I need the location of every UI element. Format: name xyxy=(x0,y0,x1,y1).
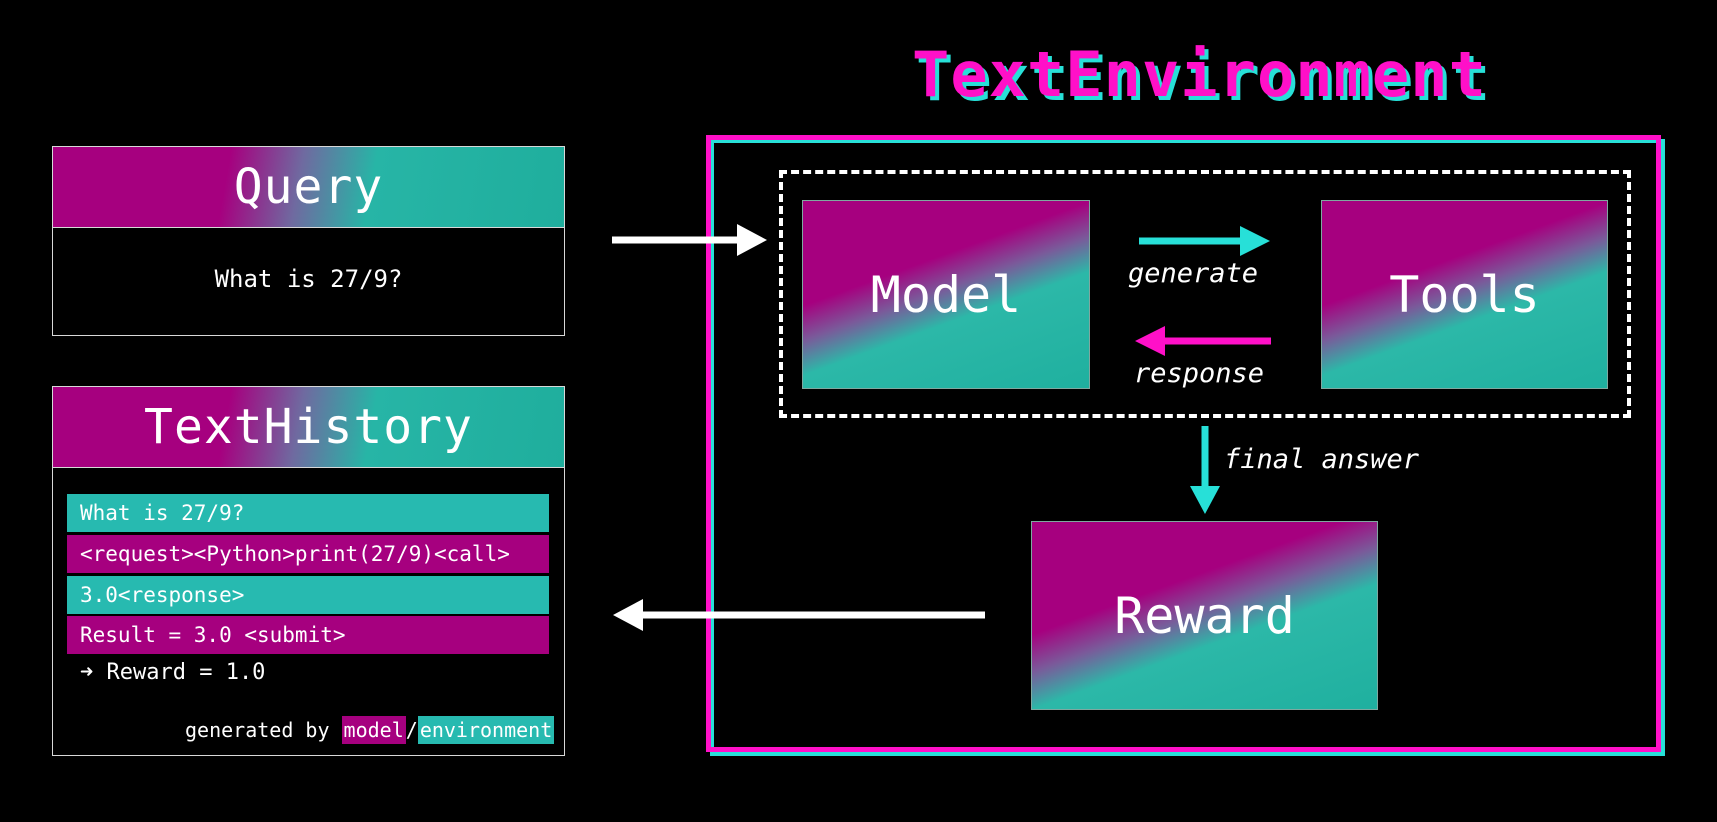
history-line-query: What is 27/9? xyxy=(67,494,549,532)
history-line-response: 3.0<response> xyxy=(67,576,549,614)
footer-prefix: generated by xyxy=(185,718,342,742)
generate-label: generate xyxy=(1128,258,1259,289)
environment-frame xyxy=(706,135,1661,752)
environment-title: TextEnvironment xyxy=(912,38,1487,111)
footer-environment-chip: environment xyxy=(417,716,555,744)
history-line-submit: Result = 3.0 <submit> xyxy=(67,616,549,654)
history-reward-line: ➜ Reward = 1.0 xyxy=(80,660,266,685)
text-history-header: TextHistory xyxy=(53,387,564,468)
footer-separator: / xyxy=(405,718,418,742)
generate-arrow xyxy=(1139,226,1270,256)
response-arrow xyxy=(1135,326,1271,356)
final-answer-label: final answer xyxy=(1224,444,1420,475)
query-to-env-arrow xyxy=(612,224,767,256)
query-header: Query xyxy=(53,147,564,228)
query-panel: Query What is 27/9? xyxy=(52,146,565,336)
tools-box: Tools xyxy=(1321,200,1608,389)
final-answer-arrow xyxy=(1190,426,1220,514)
model-box: Model xyxy=(802,200,1090,389)
reward-to-history-arrow xyxy=(613,599,985,631)
reward-box: Reward xyxy=(1031,521,1378,710)
footer-model-chip: model xyxy=(341,716,406,744)
history-footer: generated by model / environment xyxy=(185,716,555,744)
history-line-request: <request><Python>print(27/9)<call> xyxy=(67,535,549,573)
agent-loop-dashed-frame xyxy=(779,170,1631,418)
query-text: What is 27/9? xyxy=(214,265,403,293)
response-label: response xyxy=(1134,358,1265,389)
environment-frame-shadow xyxy=(710,139,1665,756)
